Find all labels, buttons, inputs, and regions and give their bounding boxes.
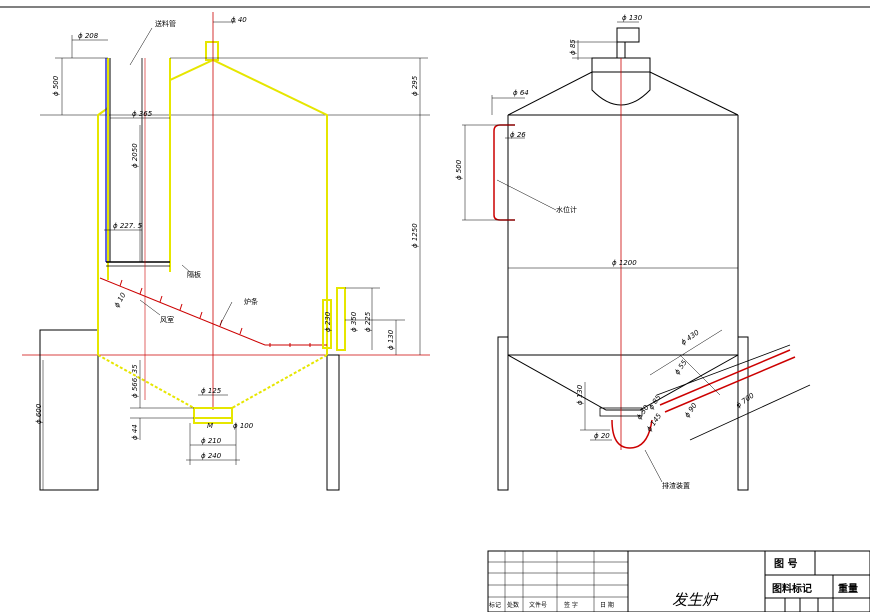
left-dimension-texts: ϕ 40 ϕ 208 ϕ 500 ϕ 295 ϕ 365 ϕ 2050 ϕ 22… bbox=[35, 16, 419, 460]
dim-pipe-len: ϕ 2050 bbox=[131, 143, 139, 168]
dim-55: ϕ 55 bbox=[673, 358, 689, 376]
dim-430: ϕ 430 bbox=[680, 328, 702, 346]
top-shaft bbox=[144, 12, 219, 410]
dim-side1: ϕ 230 bbox=[324, 311, 332, 332]
drawing-title: 发生炉 bbox=[672, 591, 719, 609]
dim-top-h-r: ϕ 85 bbox=[569, 39, 577, 55]
dim-100: ϕ 100 bbox=[233, 422, 254, 430]
dim-44: ϕ 44 bbox=[131, 424, 139, 440]
bottom-outlet bbox=[193, 407, 233, 424]
right-body bbox=[497, 27, 749, 491]
dim-64: ϕ 64 bbox=[513, 89, 529, 97]
dim-pipe-h: ϕ 500 bbox=[52, 75, 60, 96]
grate bbox=[99, 277, 327, 347]
dim-outlet2: ϕ 210 bbox=[201, 437, 222, 445]
left-dimension-lines bbox=[42, 21, 428, 490]
label-baffle-plate: 隔板 bbox=[187, 270, 201, 279]
label-air-chamber: 风室 bbox=[160, 315, 174, 324]
right-view: ϕ 130 ϕ 85 ϕ 64 ϕ 26 ϕ 500 ϕ 1200 ϕ 430 … bbox=[455, 14, 811, 491]
dim-top-shaft: ϕ 40 bbox=[231, 16, 247, 24]
label-water-gauge: 水位计 bbox=[556, 205, 577, 214]
slag-outlet bbox=[611, 349, 796, 449]
dim-cone: ϕ 566. 35 bbox=[131, 364, 139, 398]
water-gauge bbox=[493, 124, 515, 221]
dim-body-r: ϕ 1200 bbox=[612, 259, 637, 267]
dim-130-r: ϕ 130 bbox=[576, 384, 584, 405]
dim-side3: ϕ 225 bbox=[364, 311, 372, 332]
feed-pipe bbox=[105, 58, 170, 267]
label-grate: 炉条 bbox=[244, 297, 258, 306]
title-block-file: 文件号 bbox=[529, 601, 547, 609]
left-legs bbox=[39, 329, 340, 491]
title-block-sign: 签 字 bbox=[564, 601, 578, 609]
material-label: 图料标记 bbox=[772, 582, 812, 595]
dim-grate-angle: ϕ 10 bbox=[113, 291, 128, 309]
dim-top-h: ϕ 295 bbox=[411, 75, 419, 96]
dim-inner: ϕ 365 bbox=[132, 110, 153, 118]
dim-leg: ϕ 600 bbox=[35, 403, 43, 424]
left-view: ϕ 40 ϕ 208 ϕ 500 ϕ 295 ϕ 365 ϕ 2050 ϕ 22… bbox=[22, 12, 430, 491]
label-slag-cover: 排渣装置 bbox=[662, 481, 690, 490]
dim-outlet1: ϕ 125 bbox=[201, 387, 222, 395]
right-dimension-texts: ϕ 130 ϕ 85 ϕ 64 ϕ 26 ϕ 500 ϕ 1200 ϕ 430 … bbox=[455, 14, 756, 490]
label-feed-pipe: 送料管 bbox=[155, 19, 176, 28]
title-block-count: 处数 bbox=[507, 601, 519, 609]
dim-20: ϕ 20 bbox=[594, 432, 610, 440]
dim-top-w: ϕ 130 bbox=[622, 14, 643, 22]
dim-26: ϕ 26 bbox=[510, 131, 526, 139]
dim-side2: ϕ 350 bbox=[350, 311, 358, 332]
side-door bbox=[322, 287, 346, 351]
drawing-no-label: 图 号 bbox=[774, 558, 797, 570]
title-block: 标记 处数 文件号 签 字 日 期 发生炉 图 号 图料标记 重量 bbox=[487, 550, 870, 612]
dim-body: ϕ 1250 bbox=[411, 223, 419, 248]
weight-label: 重量 bbox=[838, 582, 858, 595]
right-dimension-lines bbox=[462, 21, 738, 483]
dim-pipe: ϕ 208 bbox=[78, 32, 99, 40]
title-block-date: 日 期 bbox=[600, 601, 614, 609]
dim-side4: ϕ 130 bbox=[387, 329, 395, 350]
dim-500: ϕ 500 bbox=[455, 159, 463, 180]
slag-outlet-box bbox=[599, 344, 811, 441]
dim-145: ϕ 145 bbox=[645, 412, 663, 434]
title-block-mark: 标记 bbox=[489, 601, 501, 609]
dim-outlet3: ϕ 240 bbox=[201, 452, 222, 460]
dim-mark: M bbox=[207, 422, 213, 430]
dim-227: ϕ 227. 5 bbox=[113, 222, 143, 230]
